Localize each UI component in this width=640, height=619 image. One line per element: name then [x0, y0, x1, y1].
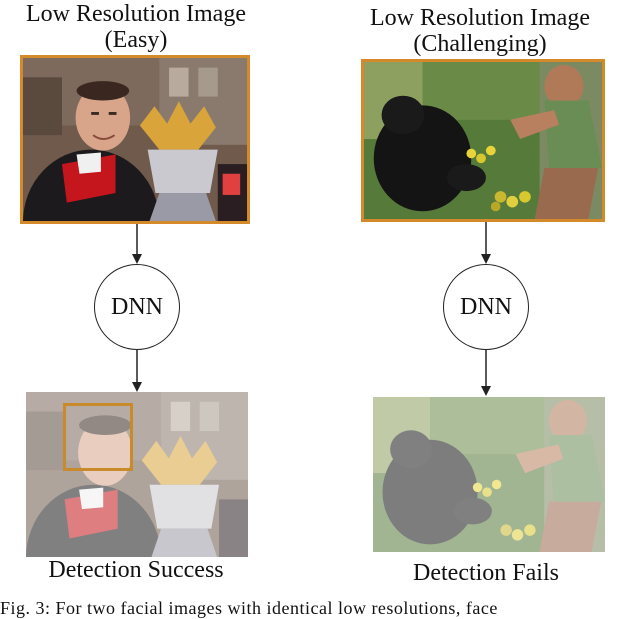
dog-and-person-image — [364, 62, 602, 219]
dog-and-person-undetected-image — [373, 397, 605, 552]
right-output-photo — [373, 397, 605, 552]
right-dnn-label: DNN — [460, 293, 512, 320]
left-input-photo — [20, 55, 250, 224]
right-result-label: Detection Fails — [413, 560, 559, 586]
figure-caption: Fig. 3: For two facial images with ident… — [0, 598, 498, 618]
right-input-photo — [361, 59, 605, 222]
man-with-trophy-detected-image — [26, 392, 248, 557]
right-dnn-node: DNN — [443, 264, 529, 350]
right-title-line2: (Challenging) — [413, 31, 547, 57]
left-dnn-node: DNN — [94, 264, 180, 350]
face-detection-box — [63, 403, 133, 471]
left-result-label: Detection Success — [48, 557, 224, 583]
left-title-line1: Low Resolution Image — [26, 1, 246, 27]
left-output-photo — [26, 392, 248, 557]
man-with-trophy-image — [23, 58, 247, 221]
left-dnn-label: DNN — [111, 293, 163, 320]
left-title-line2: (Easy) — [104, 27, 168, 53]
right-title-line1: Low Resolution Image — [370, 5, 590, 31]
